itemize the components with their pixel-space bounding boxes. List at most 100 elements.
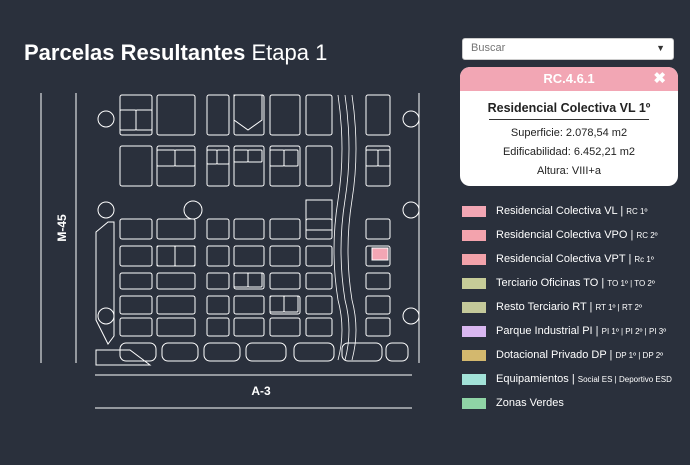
legend-code: TO 1º | TO 2º bbox=[607, 279, 655, 288]
urban-block bbox=[365, 218, 391, 240]
urban-block bbox=[233, 295, 265, 315]
urban-block bbox=[119, 245, 153, 267]
urban-block bbox=[206, 272, 230, 290]
legend-label-text: Resto Terciario RT bbox=[496, 301, 587, 313]
urban-block bbox=[365, 94, 391, 136]
urban-block bbox=[161, 342, 199, 362]
urban-block bbox=[233, 245, 265, 267]
urban-block bbox=[269, 149, 285, 167]
urban-block bbox=[119, 342, 157, 362]
urban-block bbox=[156, 295, 196, 315]
parcel-code: RC.4.6.1 bbox=[543, 71, 595, 86]
urban-block bbox=[156, 218, 196, 240]
urban-block bbox=[305, 199, 333, 231]
urban-block bbox=[305, 145, 333, 187]
legend-label-text: Equipamientos bbox=[496, 373, 569, 385]
roundabout bbox=[183, 200, 203, 220]
urban-block bbox=[365, 272, 391, 290]
urban-block bbox=[119, 295, 153, 315]
channel-line bbox=[333, 94, 343, 361]
parcel-surface: Superficie: 2.078,54 m2 bbox=[510, 127, 628, 139]
close-icon[interactable]: ✖ bbox=[653, 70, 666, 87]
legend-label-text: Parque Industrial PI bbox=[496, 325, 593, 337]
urban-block bbox=[233, 94, 263, 131]
legend-swatch bbox=[462, 206, 486, 217]
parcel-map[interactable]: M-45 A-3 bbox=[0, 0, 460, 465]
page-title-stage: Etapa 1 bbox=[251, 40, 328, 65]
urban-block bbox=[365, 149, 379, 167]
page-title: Parcelas Resultantes Etapa 1 bbox=[24, 40, 327, 66]
urban-block bbox=[305, 94, 333, 136]
legend-code: DP 1º | DP 2º bbox=[615, 351, 664, 360]
urban-block bbox=[206, 145, 230, 187]
page-title-bold: Parcelas Resultantes bbox=[24, 40, 246, 65]
urban-block bbox=[283, 295, 299, 313]
urban-block bbox=[305, 245, 333, 267]
legend-label: Equipamientos | Social ES | Deportivo ES… bbox=[496, 373, 672, 385]
legend-swatch bbox=[462, 278, 486, 289]
legend-label-text: Terciario Oficinas TO bbox=[496, 277, 599, 289]
roundabout bbox=[402, 307, 420, 325]
channel-line bbox=[340, 94, 350, 361]
chevron-down-icon[interactable]: ▼ bbox=[656, 43, 665, 53]
urban-block bbox=[206, 295, 230, 315]
urban-block bbox=[269, 295, 301, 315]
urban-block bbox=[305, 272, 333, 290]
urban-block bbox=[206, 317, 230, 337]
urban-block bbox=[119, 317, 153, 337]
legend-label-text: Dotacional Privado DP bbox=[496, 349, 607, 361]
legend-label-text: Zonas Verdes bbox=[496, 397, 564, 409]
legend-swatch bbox=[462, 398, 486, 409]
urban-block bbox=[156, 317, 196, 337]
urban-block bbox=[233, 272, 249, 288]
urban-block bbox=[119, 272, 153, 290]
urban-block bbox=[269, 295, 285, 313]
parcel-height: Altura: VIII+a bbox=[537, 165, 601, 177]
urban-block bbox=[247, 149, 263, 163]
urban-block bbox=[206, 94, 230, 136]
legend-code: RC 2º bbox=[636, 231, 658, 240]
urban-block bbox=[305, 317, 333, 337]
urban-block bbox=[245, 342, 287, 362]
urban-block bbox=[119, 218, 153, 240]
roundabout bbox=[402, 110, 420, 128]
urban-block bbox=[233, 149, 249, 163]
legend-swatch bbox=[462, 254, 486, 265]
urban-block bbox=[247, 272, 263, 288]
urban-block bbox=[269, 94, 301, 136]
legend-label: Parque Industrial PI | PI 1º | PI 2º | P… bbox=[496, 325, 667, 337]
roundabout bbox=[97, 307, 115, 325]
selected-parcel[interactable] bbox=[371, 247, 389, 261]
urban-block bbox=[119, 109, 137, 131]
parcel-use: Residencial Colectiva VL 1º bbox=[487, 101, 651, 115]
urban-block bbox=[206, 245, 230, 267]
urban-block bbox=[377, 149, 391, 167]
legend-swatch bbox=[462, 302, 486, 313]
legend-swatch bbox=[462, 350, 486, 361]
urban-block bbox=[203, 342, 241, 362]
urban-block bbox=[365, 295, 391, 315]
urban-block bbox=[269, 245, 301, 267]
urban-block bbox=[385, 342, 409, 362]
legend-label: Resto Terciario RT | RT 1º | RT 2º bbox=[496, 301, 642, 313]
legend-code: Rc 1º bbox=[634, 255, 654, 264]
legend-code: RT 1º | RT 2º bbox=[595, 303, 642, 312]
urban-block bbox=[119, 145, 153, 187]
urban-block bbox=[233, 218, 265, 240]
legend-label-text: Residencial Colectiva VPO bbox=[496, 229, 628, 241]
divider bbox=[489, 119, 649, 120]
card-header: RC.4.6.1 ✖ bbox=[460, 67, 678, 91]
urban-block bbox=[365, 317, 391, 337]
roundabout bbox=[97, 201, 115, 219]
urban-block bbox=[156, 149, 176, 167]
channel-line bbox=[347, 94, 357, 361]
legend-label: Residencial Colectiva VPO | RC 2º bbox=[496, 229, 658, 241]
urban-block bbox=[233, 317, 265, 337]
urban-block bbox=[341, 342, 383, 362]
urban-block bbox=[305, 218, 333, 240]
urban-block bbox=[233, 145, 265, 187]
search-input[interactable] bbox=[471, 42, 651, 54]
parcel-buildability: Edificabilidad: 6.452,21 m2 bbox=[502, 146, 636, 158]
urban-block bbox=[156, 94, 196, 136]
search-select[interactable]: ▼ bbox=[462, 38, 674, 60]
